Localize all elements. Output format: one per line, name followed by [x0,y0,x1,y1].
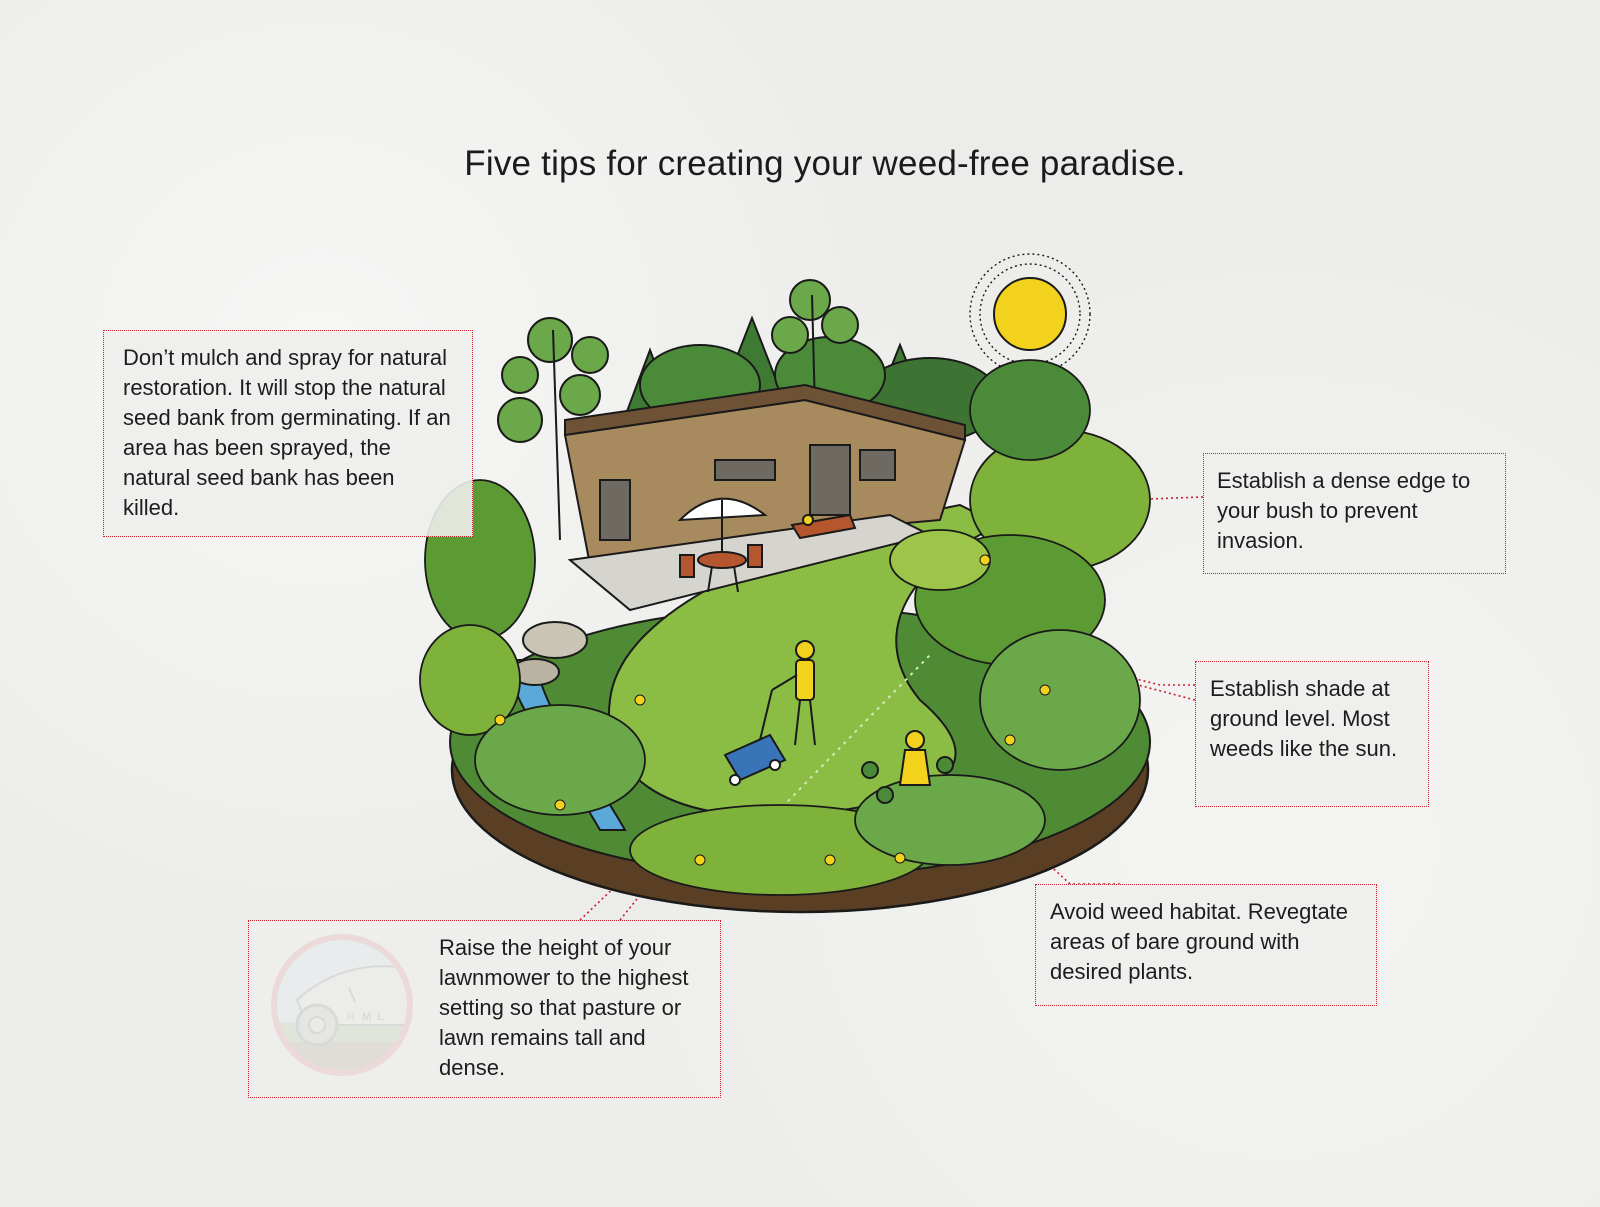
tip-weed-habitat: Avoid weed habitat. Revegtate areas of b… [1035,884,1377,1006]
dense-bush [419,359,1151,896]
tip-mulch-text: Don’t mulch and spray for natural restor… [123,345,451,520]
tip-habitat-text: Avoid weed habitat. Revegtate areas of b… [1050,899,1349,984]
tip-shade-text: Establish shade at ground level. Most we… [1210,676,1398,761]
tip-dense-edge: Establish a dense edge to your bush to p… [1203,453,1506,574]
sun [969,253,1091,375]
tip-lawnmower-height: Raise the height of your lawnmower to th… [248,920,721,1098]
tip-mower-text: Raise the height of your lawnmower to th… [439,935,689,1080]
house [563,383,967,612]
gardener-mowing [723,640,816,786]
tip-ground-shade: Establish shade at ground level. Most we… [1195,661,1429,807]
page-title: Five tips for creating your weed-free pa… [464,144,1186,183]
gardener-planting [861,730,954,804]
tip-edge-text: Establish a dense edge to your bush to p… [1217,468,1471,553]
flowers [494,554,1051,866]
leader-edge [1119,496,1204,501]
tip-mulch-spray: Don’t mulch and spray for natural restor… [103,330,473,537]
